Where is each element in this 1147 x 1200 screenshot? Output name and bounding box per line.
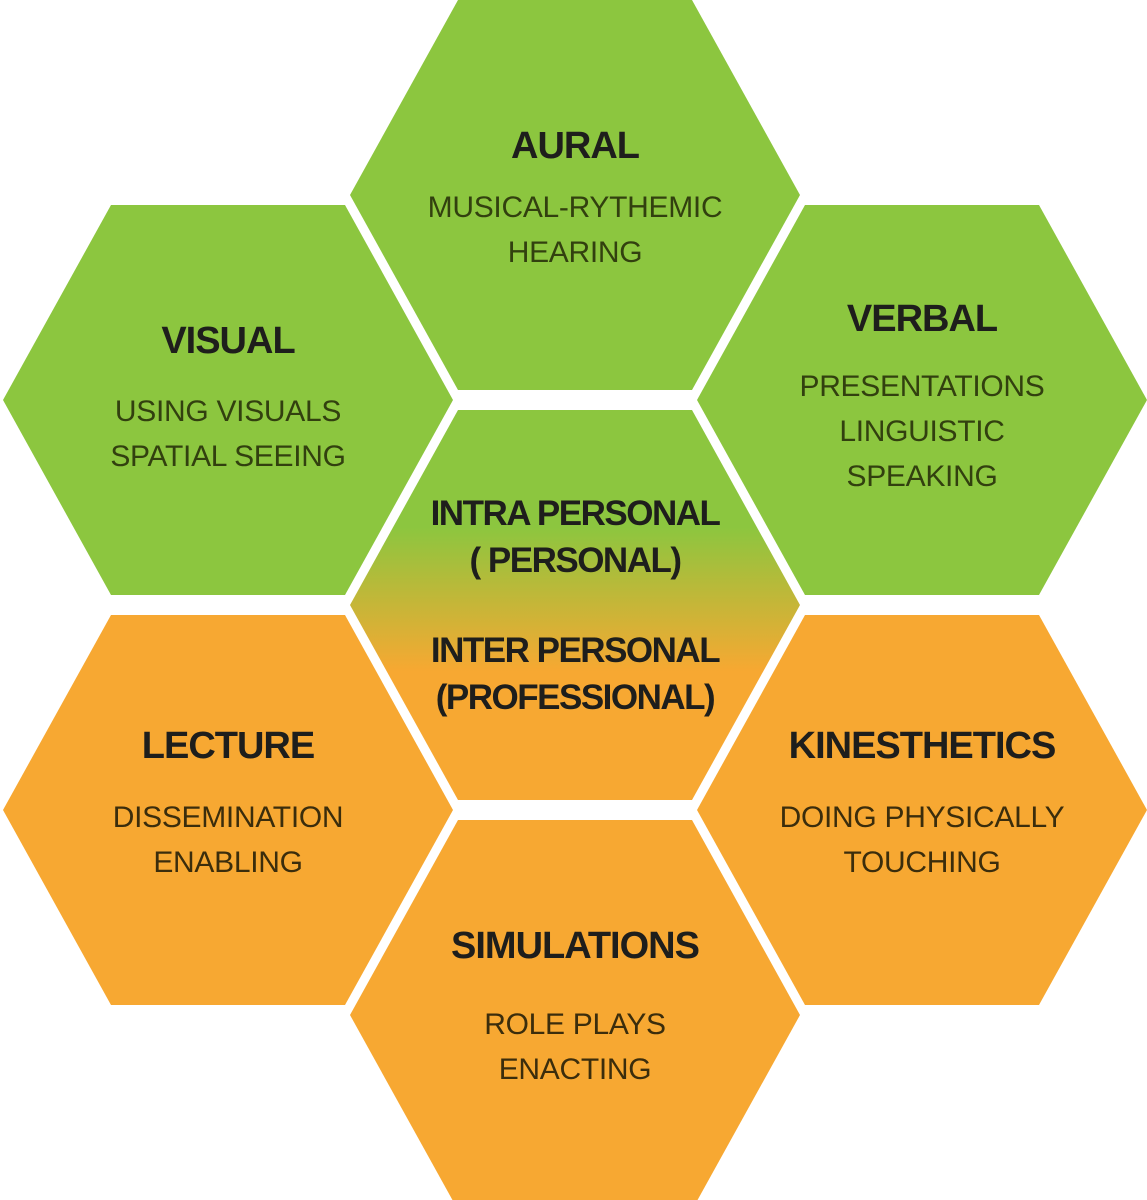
description-line: TOUCHING <box>843 846 1001 879</box>
hexagon-kinesthetics-description: DOING PHYSICALLY TOUCHING <box>697 795 1147 885</box>
hexagon-simulations: SIMULATIONS ROLE PLAYS ENACTING <box>350 820 800 1200</box>
hexagon-visual-description: USING VISUALS SPATIAL SEEING <box>3 389 453 479</box>
hexagon-lecture-title: LECTURE <box>141 725 315 767</box>
hexagon-visual: VISUAL USING VISUALS SPATIAL SEEING <box>3 205 453 595</box>
inter-personal-label: INTER PERSONAL (PROFESSIONAL) <box>350 627 800 721</box>
hexagon-simulations-description: ROLE PLAYS ENACTING <box>350 1002 800 1092</box>
hexagon-verbal-description: PRESENTATIONS LINGUISTIC SPEAKING <box>697 364 1147 499</box>
description-line: MUSICAL-RYTHEMIC <box>427 191 723 224</box>
hexagon-lecture: LECTURE DISSEMINATION ENABLING <box>3 615 453 1005</box>
description-line: SPEAKING <box>846 460 998 493</box>
hexagon-aural-title: AURAL <box>511 125 640 167</box>
description-line: ROLE PLAYS <box>484 1008 666 1041</box>
hexagon-simulations-title: SIMULATIONS <box>451 925 700 967</box>
hexagon-aural-description: MUSICAL-RYTHEMIC HEARING <box>350 185 800 275</box>
description-line: DISSEMINATION <box>112 801 344 834</box>
description-line: ENABLING <box>153 846 303 879</box>
hexagon-aural: AURAL MUSICAL-RYTHEMIC HEARING <box>350 0 800 390</box>
label-line: (PROFESSIONAL) <box>435 678 716 717</box>
hexagon-lecture-description: DISSEMINATION ENABLING <box>3 795 453 885</box>
label-line: INTER PERSONAL <box>430 631 721 670</box>
description-line: SPATIAL SEEING <box>110 440 346 473</box>
description-line: DOING PHYSICALLY <box>779 801 1065 834</box>
description-line: PRESENTATIONS <box>799 370 1045 403</box>
hexagon-verbal-title: VERBAL <box>846 298 998 340</box>
hexagon-kinesthetics-title: KINESTHETICS <box>788 725 1057 767</box>
hexagon-intra-inter-personal: INTRA PERSONAL ( PERSONAL) INTER PERSONA… <box>350 410 800 800</box>
label-line: INTRA PERSONAL <box>430 494 721 533</box>
hexagon-verbal: VERBAL PRESENTATIONS LINGUISTIC SPEAKING <box>697 205 1147 595</box>
intra-personal-label: INTRA PERSONAL ( PERSONAL) <box>350 490 800 584</box>
hexagon-kinesthetics: KINESTHETICS DOING PHYSICALLY TOUCHING <box>697 615 1147 1005</box>
description-line: ENACTING <box>498 1053 652 1086</box>
label-line: ( PERSONAL) <box>469 541 683 580</box>
description-line: HEARING <box>507 236 643 269</box>
description-line: LINGUISTIC <box>839 415 1005 448</box>
description-line: USING VISUALS <box>114 395 342 428</box>
hexagon-visual-title: VISUAL <box>161 320 295 362</box>
